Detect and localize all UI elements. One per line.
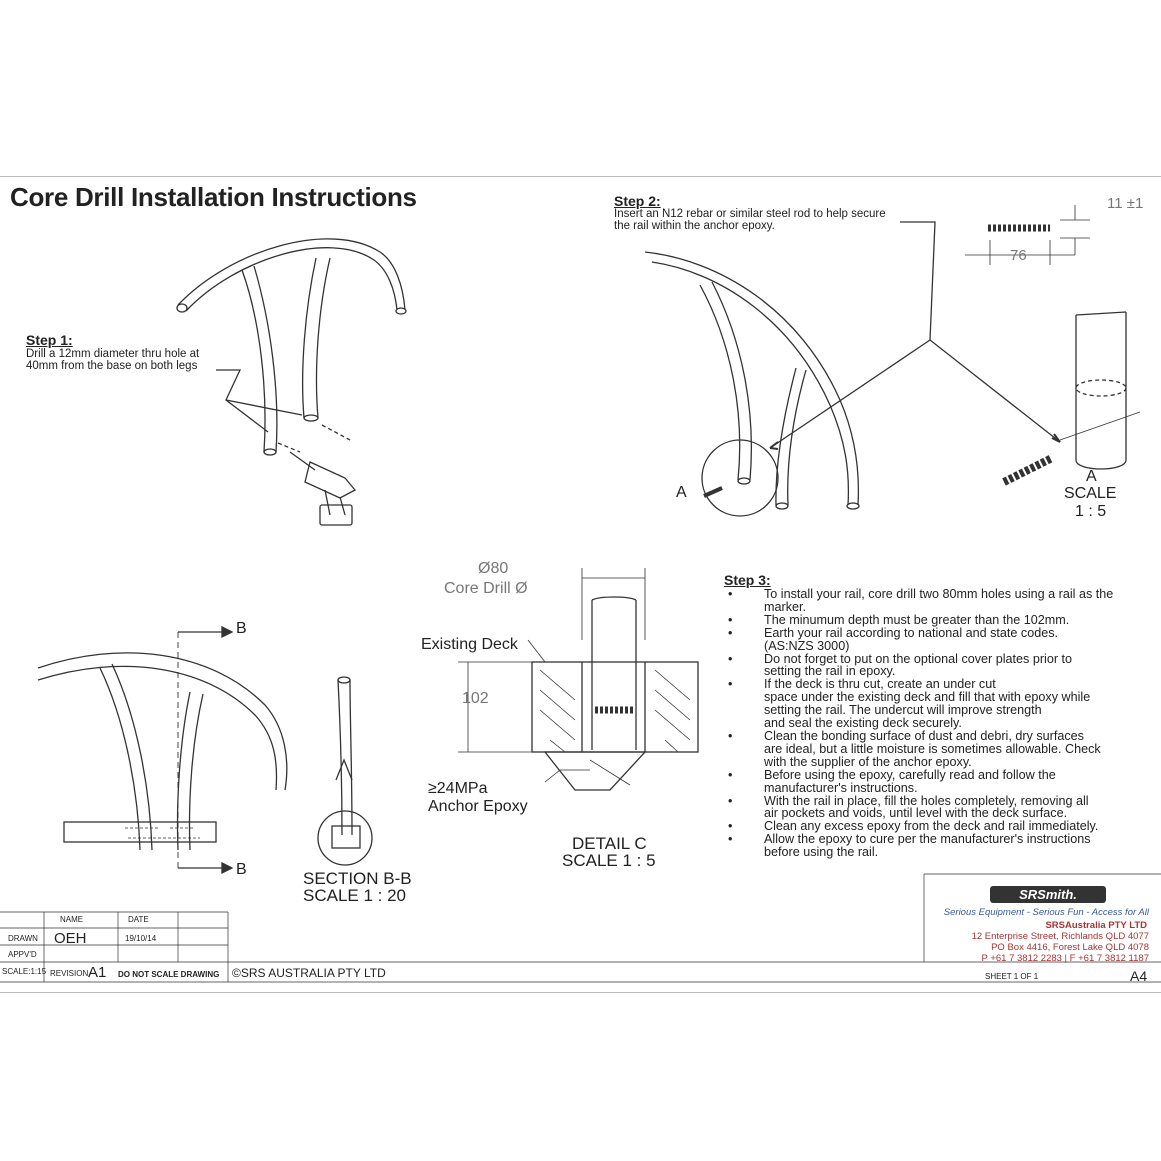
step3-line: marker. bbox=[764, 599, 806, 614]
section-bb-label: SECTION B-B bbox=[303, 869, 412, 888]
epoxy-strength-label: ≥24MPa bbox=[428, 780, 488, 797]
detail-c-scale: SCALE 1 : 5 bbox=[562, 851, 656, 870]
tb-sheet: SHEET 1 OF 1 bbox=[985, 972, 1039, 981]
step3-line: Clean the bonding surface of dust and de… bbox=[724, 730, 1113, 743]
step3-line: before using the rail. bbox=[764, 845, 879, 860]
step3-line: Earth your rail according to national an… bbox=[724, 626, 1113, 640]
step3-line: Do not forget to put on the optional cov… bbox=[724, 652, 1113, 666]
step2-heading: Step 2: bbox=[614, 193, 661, 209]
step3-line: with the supplier of the anchor epoxy. bbox=[764, 754, 972, 769]
step3-heading: Step 3: bbox=[724, 572, 771, 588]
step3-line: and seal the existing deck securely. bbox=[764, 716, 962, 731]
company-phone: P +61 7 3812 2283 | F +61 7 3812 1187 bbox=[981, 953, 1149, 964]
step3-line: setting the rail in epoxy. bbox=[764, 664, 896, 679]
company-addr1: 12 Enterprise Street, Richlands QLD 4077 bbox=[971, 931, 1149, 942]
step1-rail-drawing bbox=[176, 238, 407, 456]
section-bb-drawing bbox=[317, 676, 373, 866]
step3-line: are ideal, but a little moisture is some… bbox=[764, 741, 1101, 756]
tb-note: DO NOT SCALE DRAWING bbox=[118, 970, 220, 979]
step2-line1: Insert an N12 rebar or similar steel rod… bbox=[614, 208, 886, 220]
company-addr2: PO Box 4416, Forest Lake QLD 4078 bbox=[991, 942, 1149, 953]
srsmith-logo: SRSmith. bbox=[990, 886, 1106, 903]
core-drill-label: Core Drill Ø bbox=[444, 580, 528, 597]
tb-revision-value: A1 bbox=[88, 964, 107, 981]
step3-line: Allow the epoxy to cure per the manufact… bbox=[724, 833, 1113, 846]
detail-a-marker: A bbox=[676, 484, 687, 501]
drill-drawing bbox=[289, 451, 357, 526]
tb-copyright: ©SRS AUSTRALIA PTY LTD bbox=[232, 966, 386, 980]
step1-heading: Step 1: bbox=[26, 332, 73, 348]
page-title: Core Drill Installation Instructions bbox=[10, 182, 417, 212]
dim-core-diameter: Ø80 bbox=[478, 560, 509, 577]
tb-approved-label: APPV'D bbox=[8, 950, 37, 959]
step3-line: Clean any excess epoxy from the deck and… bbox=[724, 820, 1113, 833]
tb-drawn-date: 19/10/14 bbox=[125, 934, 157, 943]
view-a-scale-2: 1 : 5 bbox=[1075, 503, 1107, 520]
step3-line: setting the rail. The undercut will impr… bbox=[764, 703, 1042, 718]
section-marker-top: B bbox=[236, 620, 247, 637]
tb-drawn-label: DRAWN bbox=[8, 934, 38, 943]
tb-name-header: NAME bbox=[60, 915, 84, 924]
drawing-sheet-border bbox=[0, 176, 1161, 993]
company-name: SRSAustralia PTY LTD bbox=[1045, 920, 1147, 931]
dim-76: 76 bbox=[1010, 247, 1027, 264]
existing-deck-label: Existing Deck bbox=[421, 636, 518, 653]
section-view-rail bbox=[37, 625, 288, 875]
anchor-epoxy-label: Anchor Epoxy bbox=[428, 798, 528, 815]
step3-line: Before using the epoxy, carefully read a… bbox=[724, 768, 1113, 782]
step3-line: With the rail in place, fill the holes c… bbox=[724, 794, 1113, 808]
step1-line2: 40mm from the base on both legs bbox=[26, 360, 198, 372]
dim-11: 11 ±1 bbox=[1107, 195, 1144, 212]
step3-line: To install your rail, core drill two 80m… bbox=[724, 588, 1113, 601]
tb-scale: SCALE:1:15 bbox=[2, 967, 47, 976]
step3-line: manufacturer's instructions. bbox=[764, 780, 918, 795]
dim-depth: 102 bbox=[462, 690, 489, 707]
tb-drawn-name: OEH bbox=[54, 930, 87, 947]
step1-line1: Drill a 12mm diameter thru hole at bbox=[26, 348, 200, 360]
step3-line: If the deck is thru cut, create an under… bbox=[724, 678, 1113, 691]
tb-revision-label: REVISION bbox=[50, 969, 89, 978]
view-a-label: A bbox=[1086, 468, 1097, 485]
step3-line: air pockets and voids, until level with … bbox=[764, 806, 1068, 821]
step3-list: To install your rail, core drill two 80m… bbox=[724, 588, 1113, 859]
step2-rail-drawing bbox=[644, 205, 1141, 517]
detail-c-drawing bbox=[458, 568, 699, 791]
step2-line2: the rail within the anchor epoxy. bbox=[614, 220, 775, 232]
view-a-scale-1: SCALE bbox=[1064, 485, 1117, 502]
step3-line: The minumum depth must be greater than t… bbox=[724, 613, 1113, 627]
step3-line: space under the existing deck and fill t… bbox=[764, 690, 1091, 705]
section-marker-bottom: B bbox=[236, 861, 247, 878]
detail-c-label: DETAIL C bbox=[572, 834, 647, 853]
tb-size: A4 bbox=[1130, 968, 1148, 984]
section-bb-scale: SCALE 1 : 20 bbox=[303, 886, 407, 905]
title-block-lines bbox=[0, 873, 1161, 983]
company-tagline: Serious Equipment - Serious Fun - Access… bbox=[943, 907, 1149, 918]
step3-line: (AS:NZS 3000) bbox=[764, 638, 850, 653]
tb-date-header: DATE bbox=[128, 915, 149, 924]
